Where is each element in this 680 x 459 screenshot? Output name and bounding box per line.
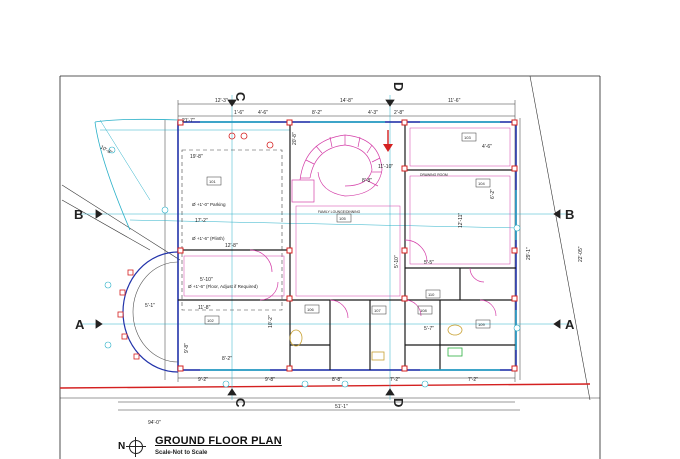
- section-markers: [95, 99, 561, 396]
- room-tag-107: 107: [374, 308, 381, 313]
- dim-stair-3: 8'-8": [362, 178, 372, 184]
- parking-ramp: [94, 118, 179, 231]
- dim-left-4: 5'-10": [200, 277, 213, 283]
- dim-upper-3: 4'-6": [258, 110, 268, 116]
- dim-top-4: 4'-3": [368, 110, 378, 116]
- bay-window-columns: [117, 269, 140, 360]
- dim-left-3: 12'-8": [225, 243, 238, 249]
- room-tag-110: 110: [428, 292, 435, 297]
- note-floor: Ø +1'-6" (Floor, Adjust if Required): [188, 284, 258, 289]
- grid-lines: [80, 95, 570, 400]
- dim-site-2: 5'-1": [145, 303, 155, 309]
- room-tag-109: 109: [478, 322, 485, 327]
- scale-note: Scale-Not to Scale: [155, 450, 208, 456]
- red-section-arrowhead: [383, 144, 393, 152]
- dimension-lines: [118, 100, 521, 403]
- section-c-bottom: C: [233, 398, 248, 408]
- dim-top-5: 2'-8": [394, 110, 404, 116]
- dim-mid-3: 8'-2": [222, 356, 232, 362]
- dim-bottom-1: 9'-2": [198, 377, 208, 383]
- room-tag-101: 101: [209, 179, 216, 184]
- room-tag-105: 105: [339, 216, 346, 221]
- dim-right-overall: 29'-1": [526, 247, 532, 260]
- dim-bottom-3: 8'-8": [332, 377, 342, 383]
- sanitary-fixtures: [289, 324, 463, 361]
- dim-bottom-2: 9'-8": [265, 377, 275, 383]
- dim-stair-1: 20'-8": [292, 132, 298, 145]
- room-tag-102: 102: [207, 318, 214, 323]
- dim-mid-2: 9'-8": [184, 343, 190, 353]
- dim-left-2: 17'-2": [195, 218, 208, 224]
- dim-upper-1: 21'-7": [182, 118, 195, 124]
- section-a-left: A: [75, 317, 85, 332]
- dim-stair-2: 11'-10": [378, 164, 393, 170]
- drawing-title: GROUND FLOOR PLAN: [155, 435, 282, 447]
- dim-upper-2: 1'-6": [234, 110, 244, 116]
- section-a-right: A: [565, 317, 575, 332]
- spiral-staircase: [291, 134, 383, 203]
- room-outlines: [183, 127, 511, 297]
- note-parking: Ø +1'-0" Parking: [192, 202, 226, 207]
- dim-mid-4: 5'-7": [424, 326, 434, 332]
- note-drawing-room: DRAWING ROOM: [420, 173, 448, 177]
- section-d-bottom: D: [391, 398, 406, 407]
- room-tag-bubbles: [204, 132, 491, 329]
- room-tag-103: 103: [464, 135, 471, 140]
- dim-upper-4: 4'-6": [482, 144, 492, 150]
- note-plinth: Ø +1'-6" (Plinth): [192, 236, 225, 241]
- dim-right-2: 6'-2": [490, 189, 496, 199]
- inner-walls: [178, 122, 516, 370]
- dim-right-1: 12'-11": [458, 213, 464, 228]
- dim-mid-1: 10'-2": [268, 315, 274, 328]
- note-lounge: FAMILY LOUNGE/DINNING: [318, 210, 361, 214]
- window-markers: [200, 121, 517, 371]
- grid-bubbles: [104, 146, 521, 388]
- dim-left-1: 19'-8": [190, 154, 203, 160]
- section-b-left: B: [74, 207, 83, 222]
- dim-right-far: 22'-05": [578, 246, 584, 262]
- dim-bottom-4: 7'-2": [390, 377, 400, 383]
- sheet-border: [59, 75, 601, 459]
- north-arrow-icon: [126, 437, 146, 457]
- dim-top-2: 8'-2": [312, 110, 322, 116]
- room-tag-108: 108: [420, 308, 427, 313]
- dim-overall-bottom-mid: 51'-1": [335, 404, 348, 410]
- red-boundary: [59, 383, 591, 389]
- dim-bottom-5: 7'-2": [468, 377, 478, 383]
- dim-site-1: 10'-8": [99, 145, 113, 157]
- parking-outline: [181, 149, 283, 311]
- dim-top-3: 14'-8": [340, 98, 353, 104]
- section-c-top: C: [233, 92, 248, 102]
- dim-right-4: 5'-5": [424, 260, 434, 266]
- dim-overall-bottom-left: 94'-0": [148, 420, 161, 426]
- section-b-right: B: [565, 207, 574, 222]
- door-swings: [249, 239, 497, 319]
- room-tag-104: 104: [478, 181, 485, 186]
- site-lines: [60, 75, 600, 411]
- columns: [177, 119, 518, 372]
- dim-top-6: 11'-6": [448, 98, 461, 104]
- red-markers: [228, 132, 274, 149]
- dim-top-1: 12'-3": [215, 98, 228, 104]
- section-d-top: D: [391, 82, 406, 91]
- north-label: N: [118, 441, 126, 452]
- dim-left-5: 11'-8": [198, 305, 211, 311]
- dim-right-3: 5'-10": [394, 255, 400, 268]
- room-tag-106: 106: [307, 307, 314, 312]
